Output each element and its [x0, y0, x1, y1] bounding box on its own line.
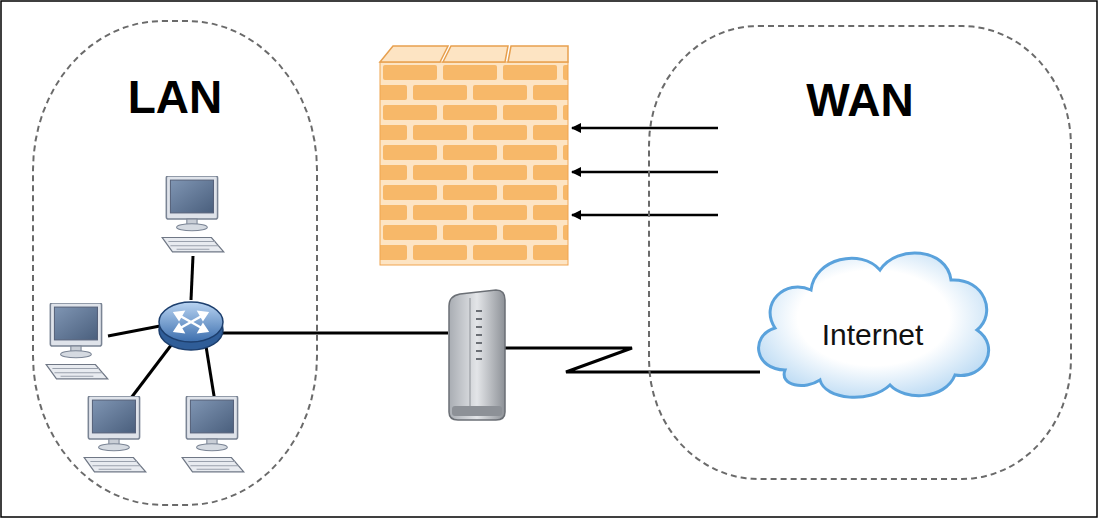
cable [128, 340, 175, 402]
cable [205, 340, 215, 402]
lan-region: LAN [32, 20, 318, 506]
computer-icon [162, 176, 224, 252]
router-device [449, 290, 505, 420]
wall-cap [380, 46, 448, 62]
internet-cloud: Internet [745, 238, 1000, 406]
cable [220, 332, 448, 335]
computer-icon [84, 396, 146, 472]
zigzag-link [505, 348, 760, 372]
firewall-wall [380, 46, 568, 265]
computers [46, 176, 244, 472]
brick-wall [380, 62, 568, 265]
switch-top [159, 302, 223, 342]
router-body [449, 290, 505, 420]
blocked-traffic-arrows [572, 128, 718, 215]
router-edge [470, 298, 471, 414]
computer-icon [182, 396, 244, 472]
wall-cap [443, 46, 508, 62]
region-title: WAN [650, 75, 1070, 126]
wan-region: WAN Internet [648, 25, 1072, 480]
cable [108, 326, 160, 336]
switch-symbol [159, 302, 223, 350]
traffic-arrow [572, 214, 718, 217]
wan-link [505, 348, 760, 372]
traffic-arrow [572, 171, 718, 174]
switch-arrows [175, 312, 207, 332]
cable [191, 256, 193, 300]
lan-wires [108, 256, 448, 402]
computer-icon [46, 303, 108, 379]
router-foot [452, 406, 502, 416]
cloud-label: Internet [745, 318, 1000, 351]
traffic-arrow [572, 127, 718, 130]
wall-cap [508, 46, 568, 62]
region-title: LAN [34, 72, 316, 123]
router-leds [476, 310, 482, 360]
